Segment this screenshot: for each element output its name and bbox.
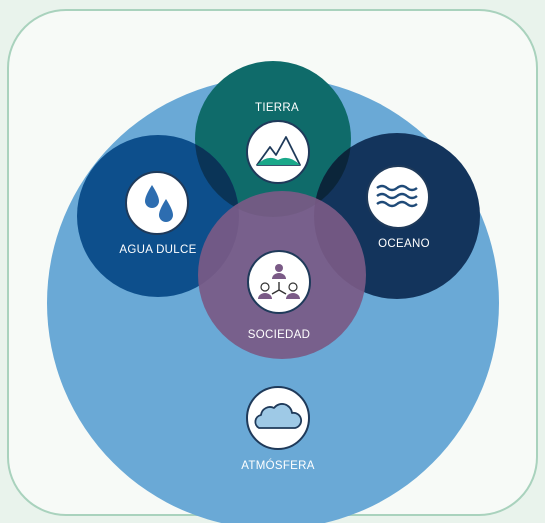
people-network-icon <box>247 250 311 314</box>
label-atmosfera: ATMÓSFERA <box>241 459 314 472</box>
mountain-icon <box>246 120 310 184</box>
water-drops-icon <box>125 171 189 235</box>
waves-icon <box>366 165 430 229</box>
label-tierra: TIERRA <box>255 102 299 114</box>
label-sociedad: SOCIEDAD <box>248 329 310 341</box>
label-agua-dulce: AGUA DULCE <box>119 244 196 256</box>
label-oceano: OCEANO <box>378 238 430 250</box>
cloud-icon <box>246 386 310 450</box>
